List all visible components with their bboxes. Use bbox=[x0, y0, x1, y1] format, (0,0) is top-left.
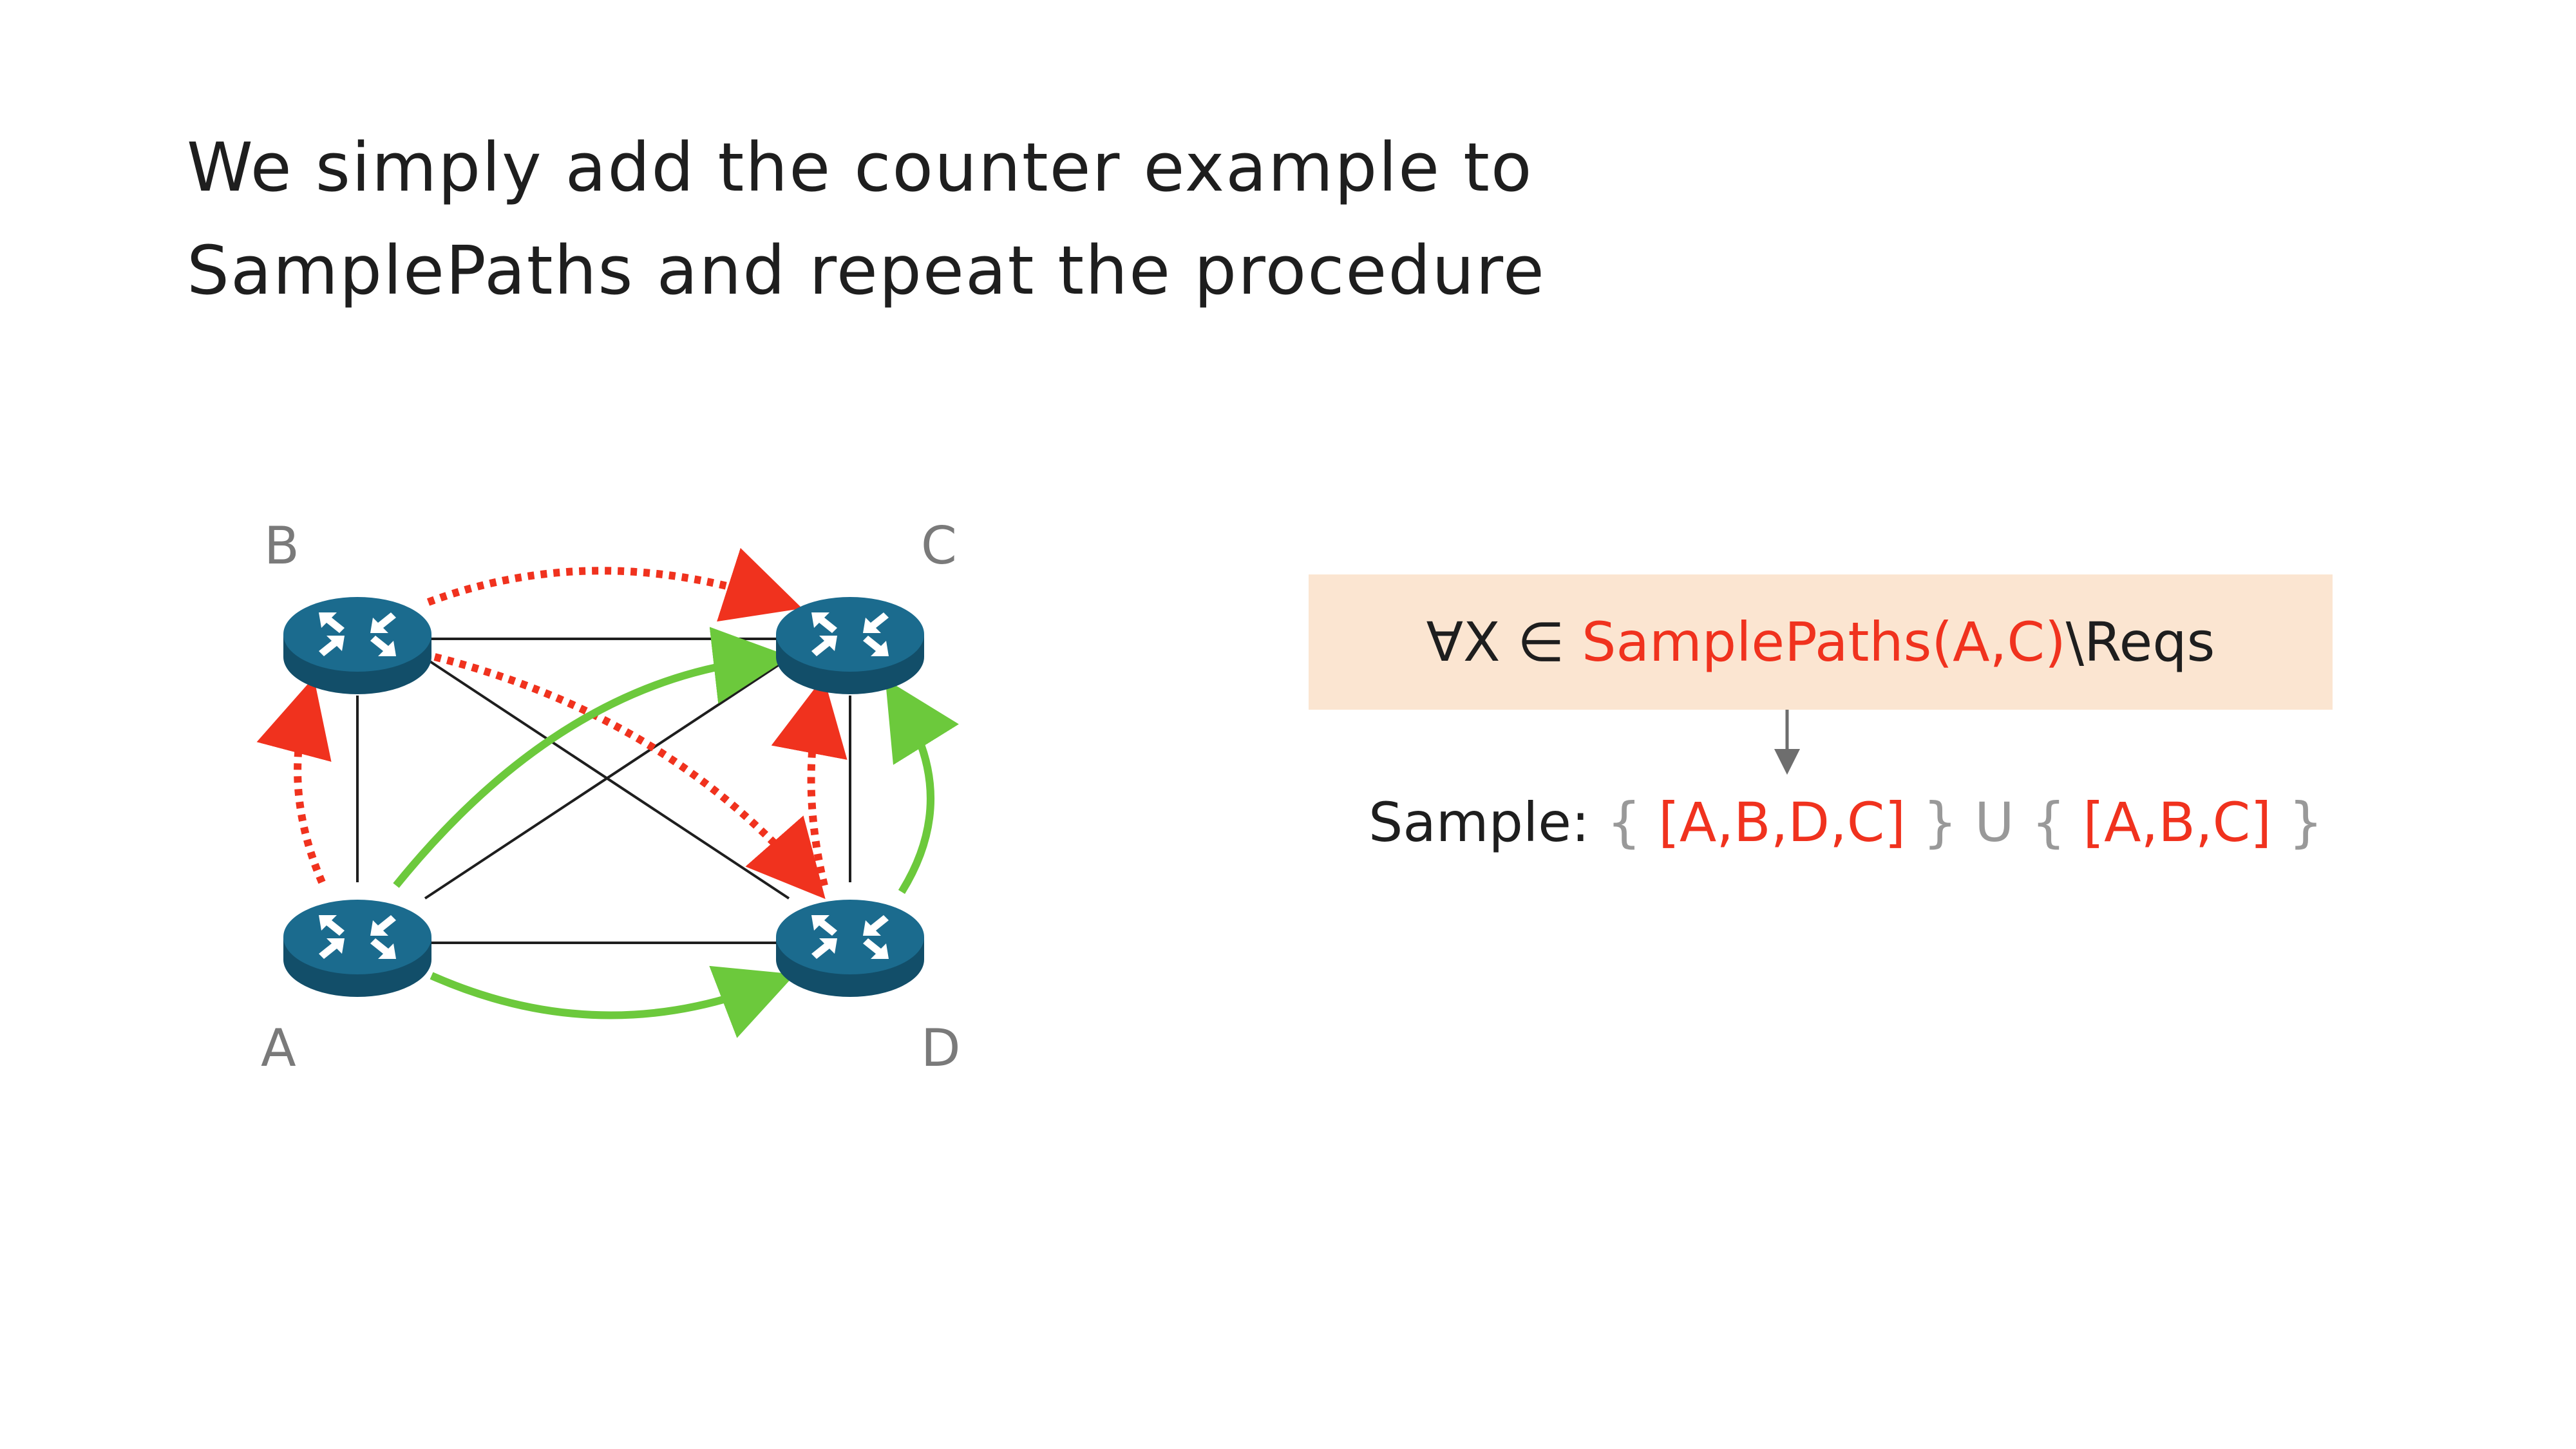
formula-prefix: ∀X ∈ bbox=[1426, 611, 1582, 674]
slide-title: We simply add the counter example to Sam… bbox=[187, 116, 1546, 322]
path-arrow-d-to-c bbox=[771, 676, 848, 887]
network-links bbox=[356, 638, 851, 944]
counter-example-path bbox=[256, 547, 848, 900]
router-d bbox=[776, 900, 924, 997]
router-c bbox=[776, 597, 924, 694]
title-line-1: We simply add the counter example to bbox=[187, 128, 1533, 207]
router-a bbox=[283, 900, 431, 997]
path-arrow-d-to-c bbox=[885, 679, 959, 895]
node-label-b: B bbox=[264, 516, 299, 576]
path-arrow-a-to-c bbox=[393, 627, 791, 888]
node-label-c: C bbox=[921, 516, 957, 576]
formula-suffix: \Reqs bbox=[2065, 611, 2215, 674]
sample-union: U bbox=[1975, 791, 2014, 854]
formula-box: ∀X ∈ SamplePaths(A,C)\Reqs bbox=[1309, 574, 2333, 710]
path-arrow-a-to-d bbox=[430, 965, 795, 1038]
sample-path-2: [A,B,C] bbox=[2083, 791, 2272, 854]
path-arrow-b-to-c bbox=[426, 547, 802, 622]
sample-label: Sample: bbox=[1368, 791, 1590, 854]
node-label-a: A bbox=[261, 1018, 296, 1078]
sample-brace-close-2: } bbox=[2288, 791, 2324, 854]
path-arrow-a-to-b bbox=[256, 677, 332, 884]
node-label-d: D bbox=[921, 1018, 961, 1078]
valid-paths bbox=[393, 627, 959, 1038]
sample-brace-open-1: { bbox=[1606, 791, 1642, 854]
sample-line: Sample: { [A,B,D,C] } U { [A,B,C] } bbox=[1368, 787, 2323, 858]
router-b bbox=[283, 597, 431, 694]
sample-path-1: [A,B,D,C] bbox=[1658, 791, 1906, 854]
path-arrow-b-to-d bbox=[433, 653, 826, 900]
sample-brace-open-2: { bbox=[2031, 791, 2066, 854]
title-line-2: SamplePaths and repeat the procedure bbox=[187, 231, 1546, 310]
sample-brace-close-1: } bbox=[1922, 791, 1958, 854]
formula-sample-paths: SamplePaths(A,C) bbox=[1582, 611, 2066, 674]
